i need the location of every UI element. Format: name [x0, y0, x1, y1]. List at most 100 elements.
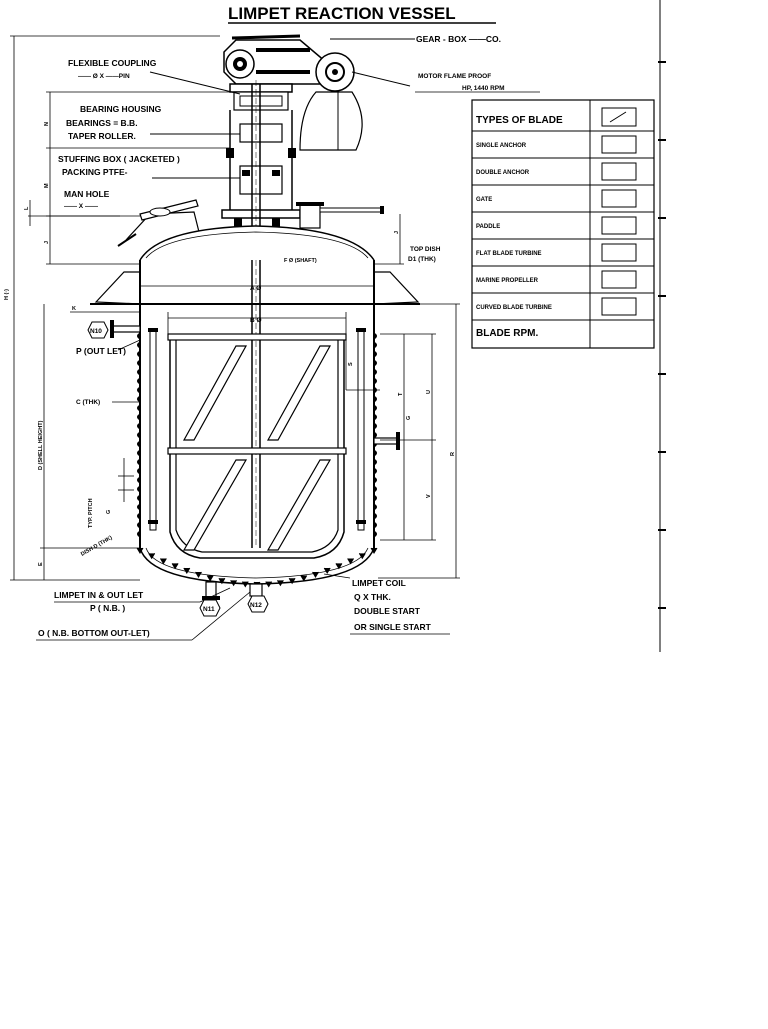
- coil-turn: [373, 332, 377, 340]
- coil-turn: [137, 386, 141, 394]
- coil-turn: [373, 494, 377, 502]
- blade-type-checkbox: [601, 189, 637, 208]
- double-start-label: DOUBLE START: [354, 606, 421, 616]
- coil-turn: [373, 359, 377, 367]
- border-ticks: [658, 61, 666, 609]
- coil-turn: [373, 485, 377, 493]
- coil-turn: [137, 467, 141, 475]
- limpet-coil-left: [137, 332, 141, 538]
- dim-g-left: G: [106, 510, 112, 514]
- blade-type-row-label: PADDLE: [476, 224, 500, 230]
- coil-turn: [373, 350, 377, 358]
- coil-turn: [335, 563, 343, 570]
- blade-type-row-label: DOUBLE ANCHOR: [476, 170, 530, 176]
- man-hole: [117, 199, 201, 247]
- coil-turn: [373, 431, 377, 439]
- coil-turn: [288, 578, 296, 585]
- motor-label: MOTOR FLAME PROOF: [418, 73, 491, 80]
- coil-turn: [137, 350, 141, 358]
- blade-rpm-label: BLADE RPM.: [476, 328, 538, 339]
- limpet-coil-right: [373, 332, 377, 538]
- single-start-label: OR SINGLE START: [354, 622, 432, 632]
- limpet-nb-label: P ( N.B. ): [90, 603, 125, 613]
- shell-height-label: D (SHELL HEIGHT): [38, 420, 44, 470]
- dim-m: M: [44, 183, 50, 188]
- typ-pitch-label: TYP. PITCH: [88, 498, 94, 528]
- tag-n11: N11: [199, 599, 221, 617]
- coil-turn: [137, 512, 141, 520]
- coil-turn: [137, 485, 141, 493]
- coupling-dim-label: —— Ø X ——PIN: [78, 73, 130, 80]
- dish-label: DISH D (THK): [80, 535, 114, 558]
- coil-turn: [373, 422, 377, 430]
- overall-height-label: H (·): [4, 289, 10, 300]
- dim-j-left: J: [44, 241, 50, 244]
- coil-turn: [137, 458, 141, 466]
- gear-box: [223, 34, 327, 85]
- blade-type-checkbox: [601, 135, 637, 154]
- coil-turn: [265, 581, 273, 588]
- coil-turn: [373, 449, 377, 457]
- dim-v: V: [426, 494, 432, 498]
- tag-n12: N12: [247, 595, 269, 613]
- coil-turn: [373, 512, 377, 520]
- coil-turn: [373, 521, 377, 529]
- coil-turn: [137, 395, 141, 403]
- check-mark-icon: [609, 111, 627, 123]
- coil-turn: [137, 431, 141, 439]
- c-thk-label: C (THK): [76, 399, 100, 406]
- coil-turn: [300, 575, 308, 582]
- coil-turn: [136, 547, 144, 554]
- coil-turn: [373, 476, 377, 484]
- gear-box-label: GEAR - BOX ——CO.: [416, 34, 501, 44]
- coil-turn: [137, 404, 141, 412]
- man-hole-dim-label: —— X ——: [64, 203, 98, 210]
- outlet-label: P (OUT LET): [76, 346, 126, 356]
- svg-text:N10: N10: [90, 328, 102, 335]
- blade-table-header: TYPES OF BLADE: [476, 115, 563, 126]
- bearing-housing-label: BEARING HOUSING: [80, 104, 162, 114]
- coil-turn: [137, 422, 141, 430]
- coil-turn: [373, 530, 377, 538]
- coil-turn: [137, 530, 141, 538]
- coil-turn: [171, 563, 179, 570]
- blade-type-checkbox: [601, 216, 637, 235]
- coil-turn: [276, 580, 284, 587]
- blade-type-checkbox: [601, 162, 637, 181]
- coil-turn: [195, 571, 202, 579]
- dim-k: K: [72, 306, 76, 312]
- side-nozzles: [110, 320, 400, 450]
- coil-turn: [137, 377, 141, 385]
- svg-text:N11: N11: [203, 606, 215, 613]
- coil-turn: [373, 368, 377, 376]
- coil-turn: [373, 413, 377, 421]
- coil-turn: [373, 395, 377, 403]
- blade-type-row-label: SINGLE ANCHOR: [476, 143, 527, 149]
- coil-turn: [241, 581, 249, 588]
- top-dish-label: TOP DISH: [410, 246, 441, 253]
- coil-turn: [148, 553, 156, 560]
- dim-j: J: [394, 231, 400, 234]
- coil-turn: [358, 553, 366, 560]
- dim-r: R: [450, 452, 456, 456]
- dim-t: T: [398, 392, 404, 396]
- coil-turn: [206, 575, 214, 582]
- coil-turn: [137, 359, 141, 367]
- coil-turn: [137, 332, 141, 340]
- blade-type-row-label: FLAT BLADE TURBINE: [476, 251, 542, 257]
- dim-u: U: [426, 390, 432, 394]
- top-dish-thk-label: D1 (THK): [408, 256, 436, 263]
- top-nozzles: [234, 202, 384, 232]
- blade-type-row-label: MARINE PROPELLER: [476, 278, 539, 284]
- tag-n10: N10: [87, 321, 109, 339]
- man-hole-label: MAN HOLE: [64, 189, 110, 199]
- coil-turn: [137, 494, 141, 502]
- a-diameter-label: A Ø: [250, 285, 261, 292]
- coil-turn: [373, 377, 377, 385]
- coil-turn: [137, 368, 141, 376]
- flexible-coupling-label: FLEXIBLE COUPLING: [68, 58, 157, 68]
- dim-e: E: [38, 562, 44, 566]
- dim-s: S: [348, 362, 354, 366]
- blade-type-table: TYPES OF BLADE SINGLE ANCHOR DOUBLE ANCHO…: [471, 99, 655, 349]
